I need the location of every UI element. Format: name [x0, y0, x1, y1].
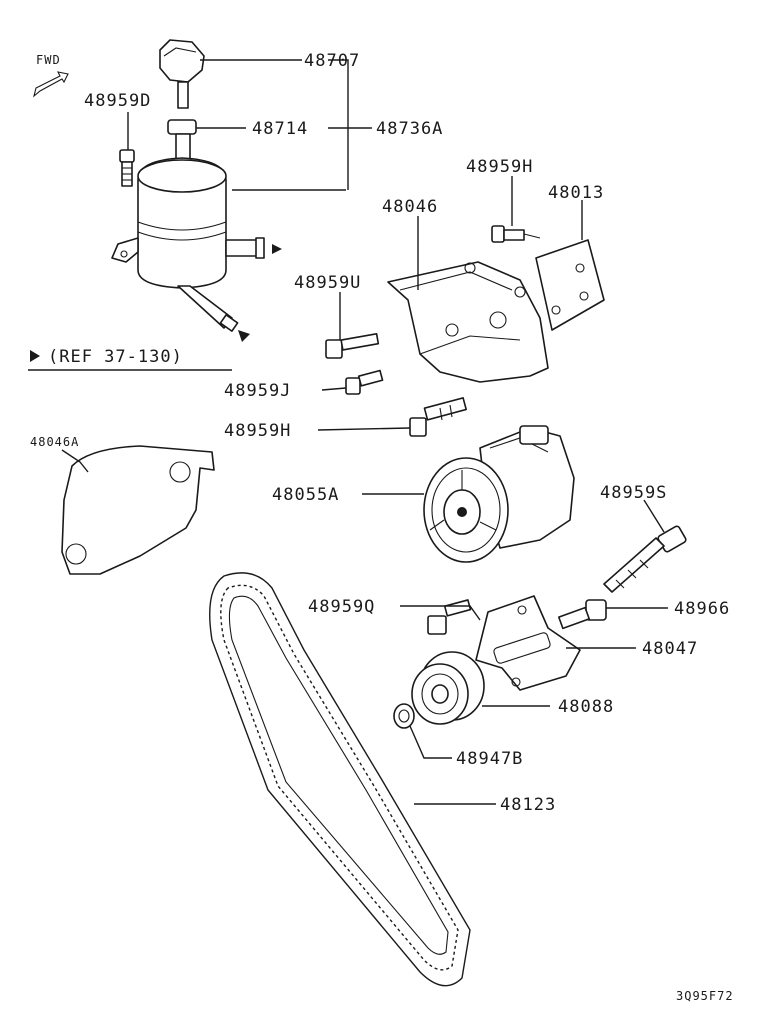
- spacer-48947b: [393, 703, 415, 729]
- bolt-48959h-top: [491, 225, 541, 243]
- label-48714: 48714: [252, 119, 308, 139]
- label-48046a: 48046A: [30, 435, 79, 449]
- part-labels: 48707 48714 48736A 48959D 48959H 48013 4…: [30, 51, 730, 815]
- label-48088: 48088: [558, 697, 614, 717]
- fwd-label: FWD: [36, 53, 61, 67]
- drive-belt: [209, 572, 471, 987]
- bolt-48959h-lower: [409, 397, 467, 437]
- bracket-plate-part: [535, 239, 605, 331]
- bolt-48959d: [119, 149, 135, 187]
- label-48959q: 48959Q: [308, 597, 375, 617]
- label-48966: 48966: [674, 599, 730, 619]
- bolt-48959j: [345, 369, 384, 395]
- label-48947b: 48947B: [456, 749, 523, 769]
- reservoir-tank: [111, 39, 282, 342]
- tensioner-bracket: [475, 595, 581, 691]
- figure-code: 3Q95F72: [676, 989, 734, 1003]
- label-48959h-lower: 48959H: [224, 421, 291, 441]
- idler-pulley: [411, 651, 485, 725]
- fwd-indicator: FWD: [33, 53, 69, 98]
- bottom-outlet-arrow-icon: [238, 330, 250, 342]
- label-48055a: 48055A: [272, 485, 339, 505]
- leader-lines: [61, 59, 668, 805]
- pump-bracket: [387, 239, 605, 383]
- bolt-48959s: [603, 525, 687, 593]
- ref-arrow-icon: [30, 350, 40, 362]
- fwd-arrow-icon: [33, 71, 69, 98]
- label-48959d: 48959D: [84, 91, 151, 111]
- bolt-48959u: [325, 333, 380, 359]
- outlet-arrow-icon: [272, 244, 282, 254]
- label-48013: 48013: [548, 183, 604, 203]
- label-48959u: 48959U: [294, 273, 361, 293]
- label-48046: 48046: [382, 197, 438, 217]
- ref-note: (REF 37-130): [28, 347, 232, 371]
- bolt-48959q: [427, 599, 472, 635]
- reservoir-filter-part: [167, 119, 197, 135]
- label-48959j: 48959J: [224, 381, 291, 401]
- steering-pump: [423, 425, 575, 563]
- label-48959h-top: 48959H: [466, 157, 533, 177]
- label-48736a: 48736A: [376, 119, 443, 139]
- label-48123: 48123: [500, 795, 556, 815]
- label-48959s: 48959S: [600, 483, 667, 503]
- bolt-48966: [557, 599, 607, 630]
- label-48707: 48707: [304, 51, 360, 71]
- reservoir-cap-part: [159, 39, 205, 83]
- cover-plate: [61, 445, 215, 575]
- label-48047: 48047: [642, 639, 698, 659]
- ref-label: (REF 37-130): [48, 347, 183, 367]
